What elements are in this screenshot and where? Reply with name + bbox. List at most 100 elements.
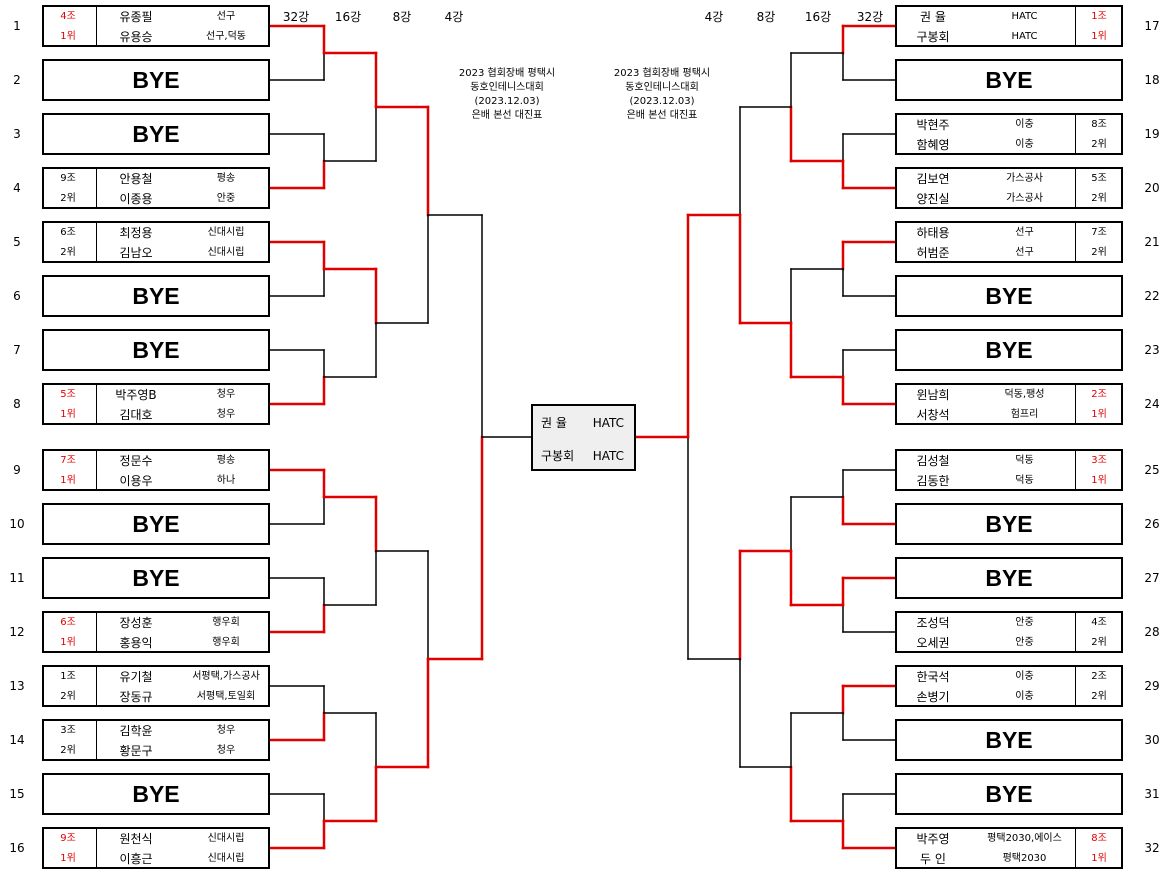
bye-label: BYE (985, 564, 1033, 591)
rank-label: 2위 (60, 691, 76, 702)
player-name: 유용승 (119, 30, 153, 44)
round-header-left-8: 8강 (392, 10, 412, 24)
club-name: 험프리 (1010, 409, 1039, 420)
group-label: 1조 (1091, 11, 1107, 22)
slot-number: 12 (9, 625, 25, 639)
slot-number: 22 (1144, 289, 1160, 303)
player-row: 구봉회 HATC 1위 (897, 27, 1121, 47)
column-divider (96, 169, 97, 207)
slot-number: 26 (1144, 517, 1160, 531)
slot-number: 32 (1144, 841, 1160, 855)
club-name: 평택2030,에이스 (987, 833, 1062, 844)
club-name: HATC (1011, 11, 1038, 22)
club-name: 선구,덕동 (206, 31, 246, 42)
rank-label: 1위 (1091, 31, 1107, 42)
player-name: 김동한 (916, 474, 950, 488)
player-name: 구봉회 (916, 30, 950, 44)
club-name: 청우 (216, 409, 236, 420)
club-name: 선구 (1015, 227, 1034, 238)
club-name: 신대시립 (207, 247, 245, 258)
group-label: 6조 (60, 617, 76, 628)
bye-label: BYE (132, 66, 180, 93)
round-header-right-16: 16강 (804, 10, 832, 24)
club-name: 선구 (1015, 247, 1034, 258)
column-divider (1075, 223, 1076, 261)
club-name: 신대시립 (207, 227, 245, 238)
slot-number: 24 (1144, 397, 1160, 411)
rank-label: 1위 (60, 31, 76, 42)
club-name: HATC (1011, 31, 1038, 42)
player-row: 1위 유용승 선구,덕동 (44, 27, 268, 47)
group-label: 4조 (1091, 617, 1107, 628)
bye-label: BYE (985, 726, 1033, 753)
rank-label: 2위 (1091, 247, 1107, 258)
round-header-left-32: 32강 (282, 10, 310, 24)
group-label: 4조 (60, 11, 76, 22)
club-name: 안중 (1015, 637, 1034, 648)
slot-number: 7 (13, 343, 21, 357)
group-label: 7조 (1091, 227, 1107, 238)
bye-label: BYE (132, 510, 180, 537)
column-divider (96, 613, 97, 651)
player-name: 두 인 (920, 852, 946, 866)
player-name: 원천식 (119, 832, 153, 846)
bye-slot: BYE (42, 557, 270, 599)
bye-label: BYE (132, 780, 180, 807)
slot-number: 2 (13, 73, 21, 87)
club-name: 서평택,가스공사 (192, 671, 260, 682)
bye-label: BYE (985, 282, 1033, 309)
player-name: 정문수 (119, 454, 153, 468)
player-name: 김보연 (916, 172, 950, 186)
club-name: 하나 (216, 475, 236, 486)
player-name: 김학윤 (119, 724, 153, 738)
player-name: 박주영 (916, 832, 950, 846)
group-label: 5조 (60, 389, 76, 400)
slot-number: 19 (1144, 127, 1160, 141)
player-name: 박주영B (115, 388, 157, 402)
slot-number: 17 (1144, 19, 1160, 33)
round-header-left-16: 16강 (334, 10, 362, 24)
bye-slot: BYE (895, 59, 1123, 101)
bye-slot: BYE (895, 773, 1123, 815)
group-label: 9조 (60, 173, 76, 184)
player-name: 김성철 (916, 454, 950, 468)
slot-number: 9 (13, 463, 21, 477)
club-name: 덕동 (1015, 455, 1034, 466)
club-name: 선구 (216, 11, 236, 22)
bye-label: BYE (985, 510, 1033, 537)
club-name: 청우 (216, 725, 236, 736)
club-name: 안중 (216, 193, 236, 204)
column-divider (96, 829, 97, 867)
player-name: 김대호 (119, 408, 153, 422)
player-name: 박현주 (916, 118, 950, 132)
player-name: 이종용 (119, 192, 153, 206)
rank-label: 2위 (1091, 193, 1107, 204)
player-name: 권 율 (920, 10, 946, 24)
column-divider (96, 7, 97, 45)
column-divider (96, 223, 97, 261)
slot-number: 18 (1144, 73, 1160, 87)
